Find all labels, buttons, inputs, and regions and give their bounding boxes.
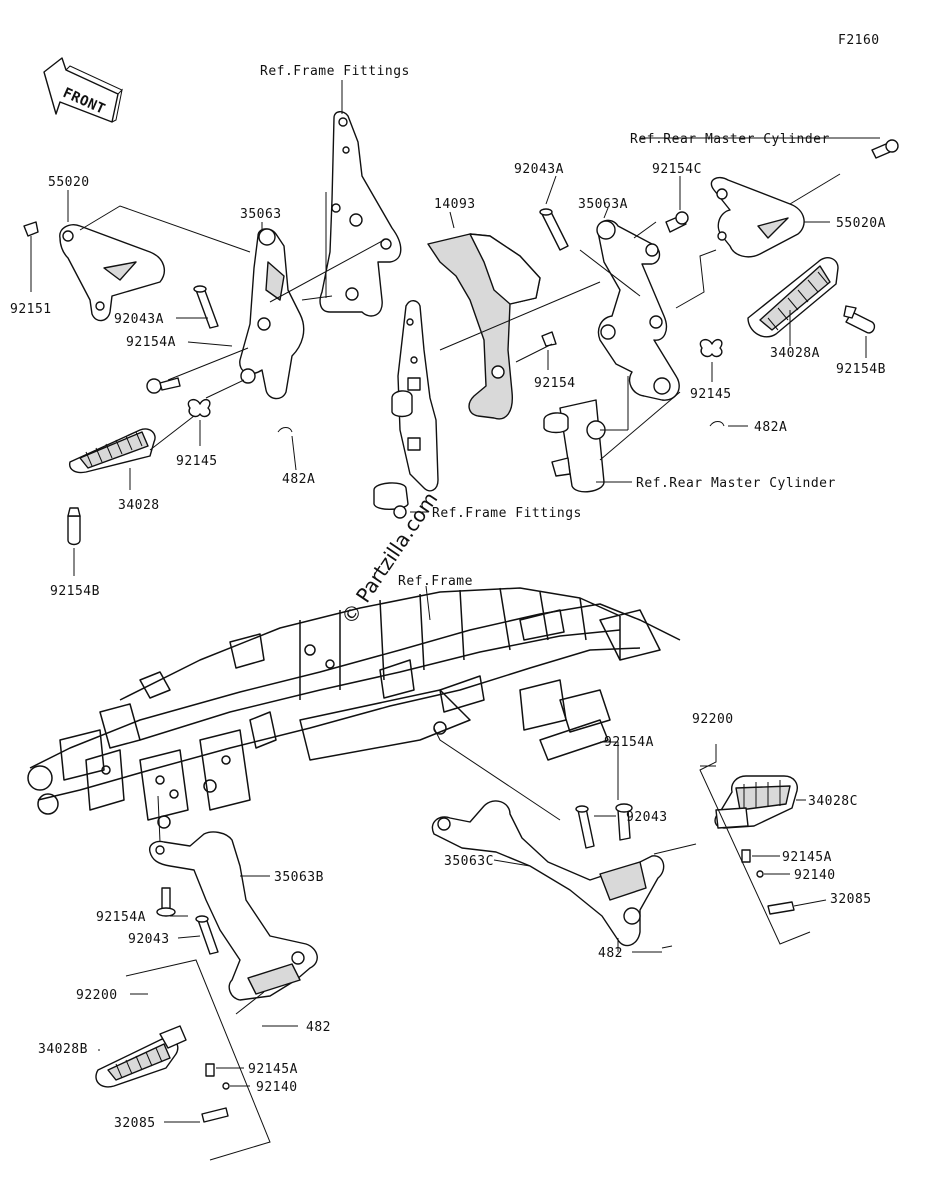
washer-92140-right[interactable] bbox=[756, 870, 764, 878]
heel-plate-14093[interactable] bbox=[427, 233, 541, 420]
spring-92145-right[interactable] bbox=[699, 338, 723, 358]
footpeg-34028B[interactable] bbox=[95, 1025, 187, 1088]
label-ref-rear-master-top[interactable]: Ref.Rear Master Cylinder bbox=[630, 132, 830, 147]
label-92200-right[interactable]: 92200 bbox=[692, 712, 734, 727]
label-32085-right[interactable]: 32085 bbox=[830, 892, 872, 907]
footpeg-bracket-35063A[interactable] bbox=[596, 219, 680, 401]
spring-92145A-bottom[interactable] bbox=[205, 1063, 215, 1077]
label-32085-bottom[interactable]: 32085 bbox=[114, 1116, 156, 1131]
pin-32085-bottom[interactable] bbox=[201, 1107, 229, 1123]
pin-92043A-left[interactable] bbox=[193, 285, 219, 329]
label-92145-right[interactable]: 92145 bbox=[690, 387, 732, 402]
pin-92043A-mid[interactable] bbox=[539, 208, 569, 251]
spring-92145-left[interactable] bbox=[187, 398, 211, 418]
footpeg-bracket-35063C[interactable] bbox=[431, 800, 665, 947]
label-92154B-left[interactable]: 92154B bbox=[50, 584, 100, 599]
label-34028[interactable]: 34028 bbox=[118, 498, 160, 513]
main-frame bbox=[27, 587, 681, 829]
bolt-92154B-left[interactable] bbox=[67, 507, 81, 546]
bolt-92154A-bottom[interactable] bbox=[156, 887, 176, 917]
label-92145A-bottom[interactable]: 92145A bbox=[248, 1062, 298, 1077]
label-35063C[interactable]: 35063C bbox=[444, 854, 494, 869]
pin-92043-right[interactable] bbox=[575, 805, 595, 849]
label-92043A-left[interactable]: 92043A bbox=[114, 312, 164, 327]
label-92151[interactable]: 92151 bbox=[10, 302, 52, 317]
front-arrow-icon: FRONT bbox=[43, 57, 123, 123]
footpeg-34028A[interactable] bbox=[747, 257, 839, 338]
label-482-bottom[interactable]: 482 bbox=[306, 1020, 331, 1035]
pin-32085-right[interactable] bbox=[767, 901, 795, 915]
heel-guard-55020[interactable] bbox=[59, 224, 166, 322]
heel-guard-55020A[interactable] bbox=[710, 176, 805, 258]
footpeg-bracket-35063[interactable] bbox=[239, 228, 305, 400]
label-482A-right[interactable]: 482A bbox=[754, 420, 787, 435]
bolt-92151[interactable] bbox=[23, 221, 39, 292]
clip-482A-left[interactable] bbox=[277, 427, 293, 433]
label-92140-bottom[interactable]: 92140 bbox=[256, 1080, 298, 1095]
leader-lines bbox=[67, 80, 880, 1161]
bolt-92154A-right[interactable] bbox=[615, 803, 633, 841]
footpeg-34028C[interactable] bbox=[714, 775, 798, 829]
clip-482A-right[interactable] bbox=[709, 421, 725, 427]
label-92154-mid[interactable]: 92154 bbox=[534, 376, 576, 391]
label-92043A-mid[interactable]: 92043A bbox=[514, 162, 564, 177]
label-34028C[interactable]: 34028C bbox=[808, 794, 858, 809]
footpeg-34028[interactable] bbox=[69, 428, 156, 474]
label-92154A-bottom[interactable]: 92154A bbox=[96, 910, 146, 925]
label-35063B[interactable]: 35063B bbox=[274, 870, 324, 885]
label-35063[interactable]: 35063 bbox=[240, 207, 282, 222]
label-92145A-right[interactable]: 92145A bbox=[782, 850, 832, 865]
spring-92145A-right[interactable] bbox=[741, 849, 751, 863]
label-92154B-right[interactable]: 92154B bbox=[836, 362, 886, 377]
clip-482-right[interactable] bbox=[661, 945, 673, 949]
diagram-code: F2160 bbox=[838, 33, 880, 48]
label-482A-left[interactable]: 482A bbox=[282, 472, 315, 487]
bolt-92154B-right[interactable] bbox=[843, 305, 876, 334]
label-55020[interactable]: 55020 bbox=[48, 175, 90, 190]
frame-side-plate bbox=[373, 300, 439, 519]
bolt-92154-mid[interactable] bbox=[541, 331, 557, 347]
bolt-92154C[interactable] bbox=[665, 211, 689, 233]
label-92043-right[interactable]: 92043 bbox=[626, 810, 668, 825]
label-ref-frame[interactable]: Ref.Frame bbox=[398, 574, 473, 589]
label-92154C[interactable]: 92154C bbox=[652, 162, 702, 177]
footpeg-bracket-35063B[interactable] bbox=[149, 831, 318, 1001]
bolt-92154A-left[interactable] bbox=[146, 377, 181, 394]
label-482-right[interactable]: 482 bbox=[598, 946, 623, 961]
label-34028A[interactable]: 34028A bbox=[770, 346, 820, 361]
label-ref-rear-master-mid[interactable]: Ref.Rear Master Cylinder bbox=[636, 476, 836, 491]
label-55020A[interactable]: 55020A bbox=[836, 216, 886, 231]
rear-master-cylinder bbox=[543, 399, 606, 493]
callout-labels: Ref.Frame Fittings Ref.Rear Master Cylin… bbox=[10, 64, 886, 1131]
label-92154A-right[interactable]: 92154A bbox=[604, 735, 654, 750]
label-92154A-left[interactable]: 92154A bbox=[126, 335, 176, 350]
bolt-ref-rear-master[interactable] bbox=[871, 139, 899, 159]
label-ref-frame-fittings-mid[interactable]: Ref.Frame Fittings bbox=[432, 506, 582, 521]
pin-92043-bottom[interactable] bbox=[195, 915, 219, 955]
frame-fitting-plate bbox=[319, 111, 402, 317]
label-14093[interactable]: 14093 bbox=[434, 197, 476, 212]
washer-92140-bottom[interactable] bbox=[222, 1082, 230, 1090]
label-35063A[interactable]: 35063A bbox=[578, 197, 628, 212]
label-34028B[interactable]: 34028B bbox=[38, 1042, 88, 1057]
label-92200-bottom[interactable]: 92200 bbox=[76, 988, 118, 1003]
label-92140-right[interactable]: 92140 bbox=[794, 868, 836, 883]
label-92043-bottom[interactable]: 92043 bbox=[128, 932, 170, 947]
label-ref-frame-fittings-top[interactable]: Ref.Frame Fittings bbox=[260, 64, 410, 79]
label-92145-left[interactable]: 92145 bbox=[176, 454, 218, 469]
